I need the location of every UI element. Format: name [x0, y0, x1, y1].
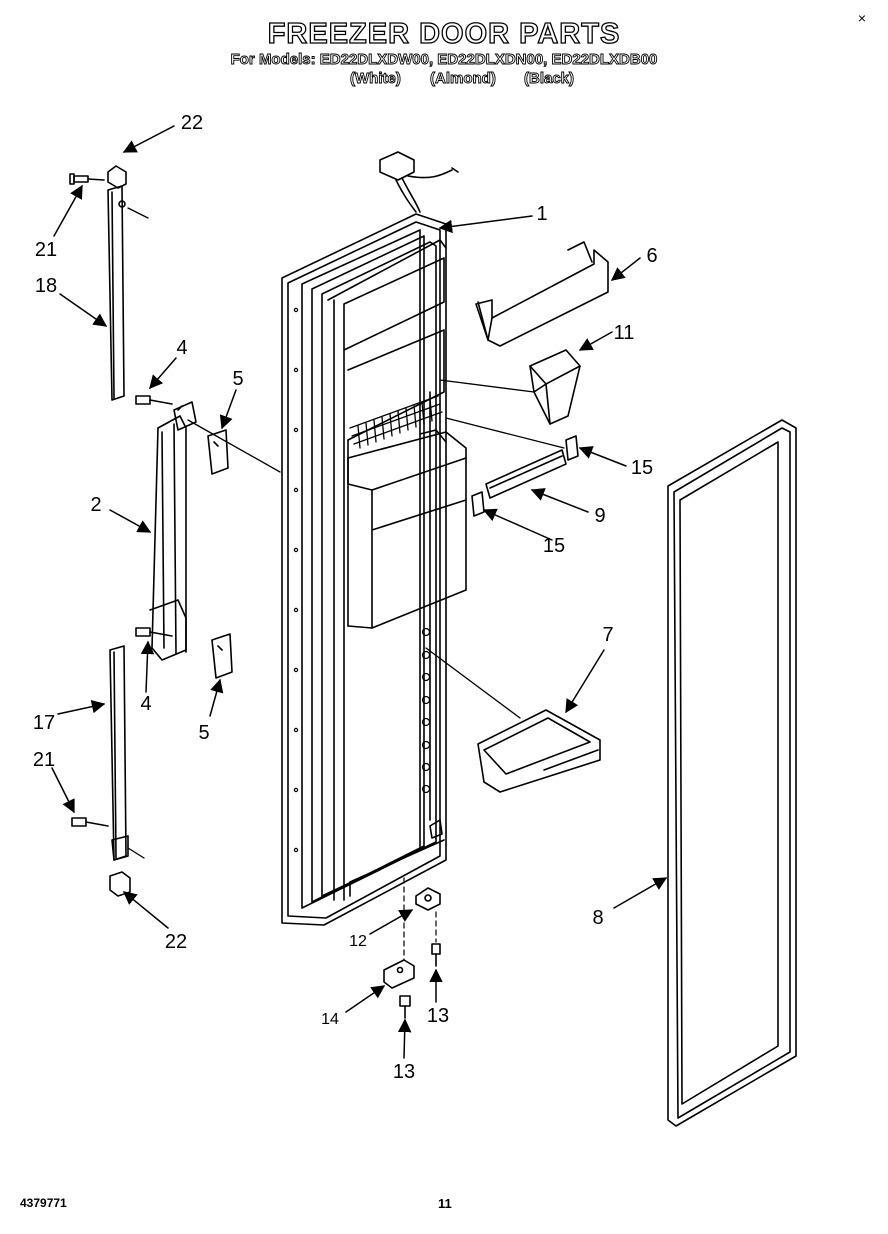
door-shelf — [475, 241, 609, 347]
callout-7: 7 — [602, 624, 614, 646]
callout-4-top: 4 — [176, 337, 188, 359]
trim-strip-upper — [107, 165, 127, 401]
callout-14: 14 — [321, 1011, 339, 1028]
trim-strip-lower — [109, 645, 131, 897]
door-gasket — [667, 419, 797, 1127]
handle-bracket-upper — [173, 401, 197, 431]
callout-8: 8 — [592, 907, 604, 929]
trim-clip-upper — [565, 435, 579, 461]
variant-white: (White) — [350, 70, 402, 88]
models-line: For Models: ED22DLXDW00, ED22DLXDN00, ED… — [230, 51, 658, 69]
callout-12: 12 — [349, 933, 367, 950]
screw-lower — [71, 817, 109, 827]
callout-22-top: 22 — [180, 112, 204, 134]
shelf-holes — [293, 307, 431, 853]
corner-mark: × — [857, 10, 866, 26]
callout-22-bottom: 22 — [164, 931, 188, 953]
variant-black: (Black) — [524, 70, 575, 88]
callout-5-bottom: 5 — [198, 722, 210, 744]
screw-hinge-right — [431, 943, 441, 967]
drip-tray — [477, 709, 601, 793]
callout-11: 11 — [613, 322, 635, 344]
trim-clip-lower — [471, 491, 485, 517]
callout-18: 18 — [34, 275, 58, 297]
callout-13-left: 13 — [392, 1061, 416, 1083]
callout-5-top: 5 — [232, 368, 244, 390]
callout-2: 2 — [90, 494, 102, 516]
callout-15-top: 15 — [630, 457, 654, 479]
page-title: FREEZER DOOR PARTS — [267, 17, 621, 50]
callout-13-right: 13 — [426, 1005, 450, 1027]
screw-upper — [69, 173, 105, 185]
color-variants: (White) (Almond) (Black) — [0, 70, 888, 90]
callout-15-bottom: 15 — [542, 535, 566, 557]
spacer-upper — [207, 429, 229, 475]
document-number: 4379771 — [20, 1196, 67, 1210]
spacer-lower — [211, 633, 233, 679]
ice-chute-ribs — [349, 395, 443, 449]
screw-hinge-left — [399, 995, 411, 1019]
callout-4-bottom: 4 — [140, 693, 152, 715]
screw-handle-lower — [135, 627, 173, 637]
door-handle — [149, 415, 187, 661]
variant-almond: (Almond) — [430, 70, 497, 88]
hinge-block — [383, 959, 415, 989]
callout-arrows — [51, 125, 668, 1059]
hinge-bushing — [415, 887, 441, 911]
dispenser-trim — [485, 449, 567, 499]
callout-9: 9 — [594, 505, 606, 527]
screw-handle-upper — [135, 395, 173, 405]
door-panel-part — [281, 151, 467, 926]
wire-harness — [379, 151, 459, 213]
callout-6: 6 — [646, 245, 658, 267]
callout-1: 1 — [536, 203, 548, 225]
callout-21-top: 21 — [34, 239, 58, 261]
callout-21-bottom: 21 — [32, 749, 56, 771]
page-number: 11 — [438, 1196, 452, 1211]
callout-17: 17 — [32, 712, 56, 734]
ice-chute — [529, 349, 581, 425]
